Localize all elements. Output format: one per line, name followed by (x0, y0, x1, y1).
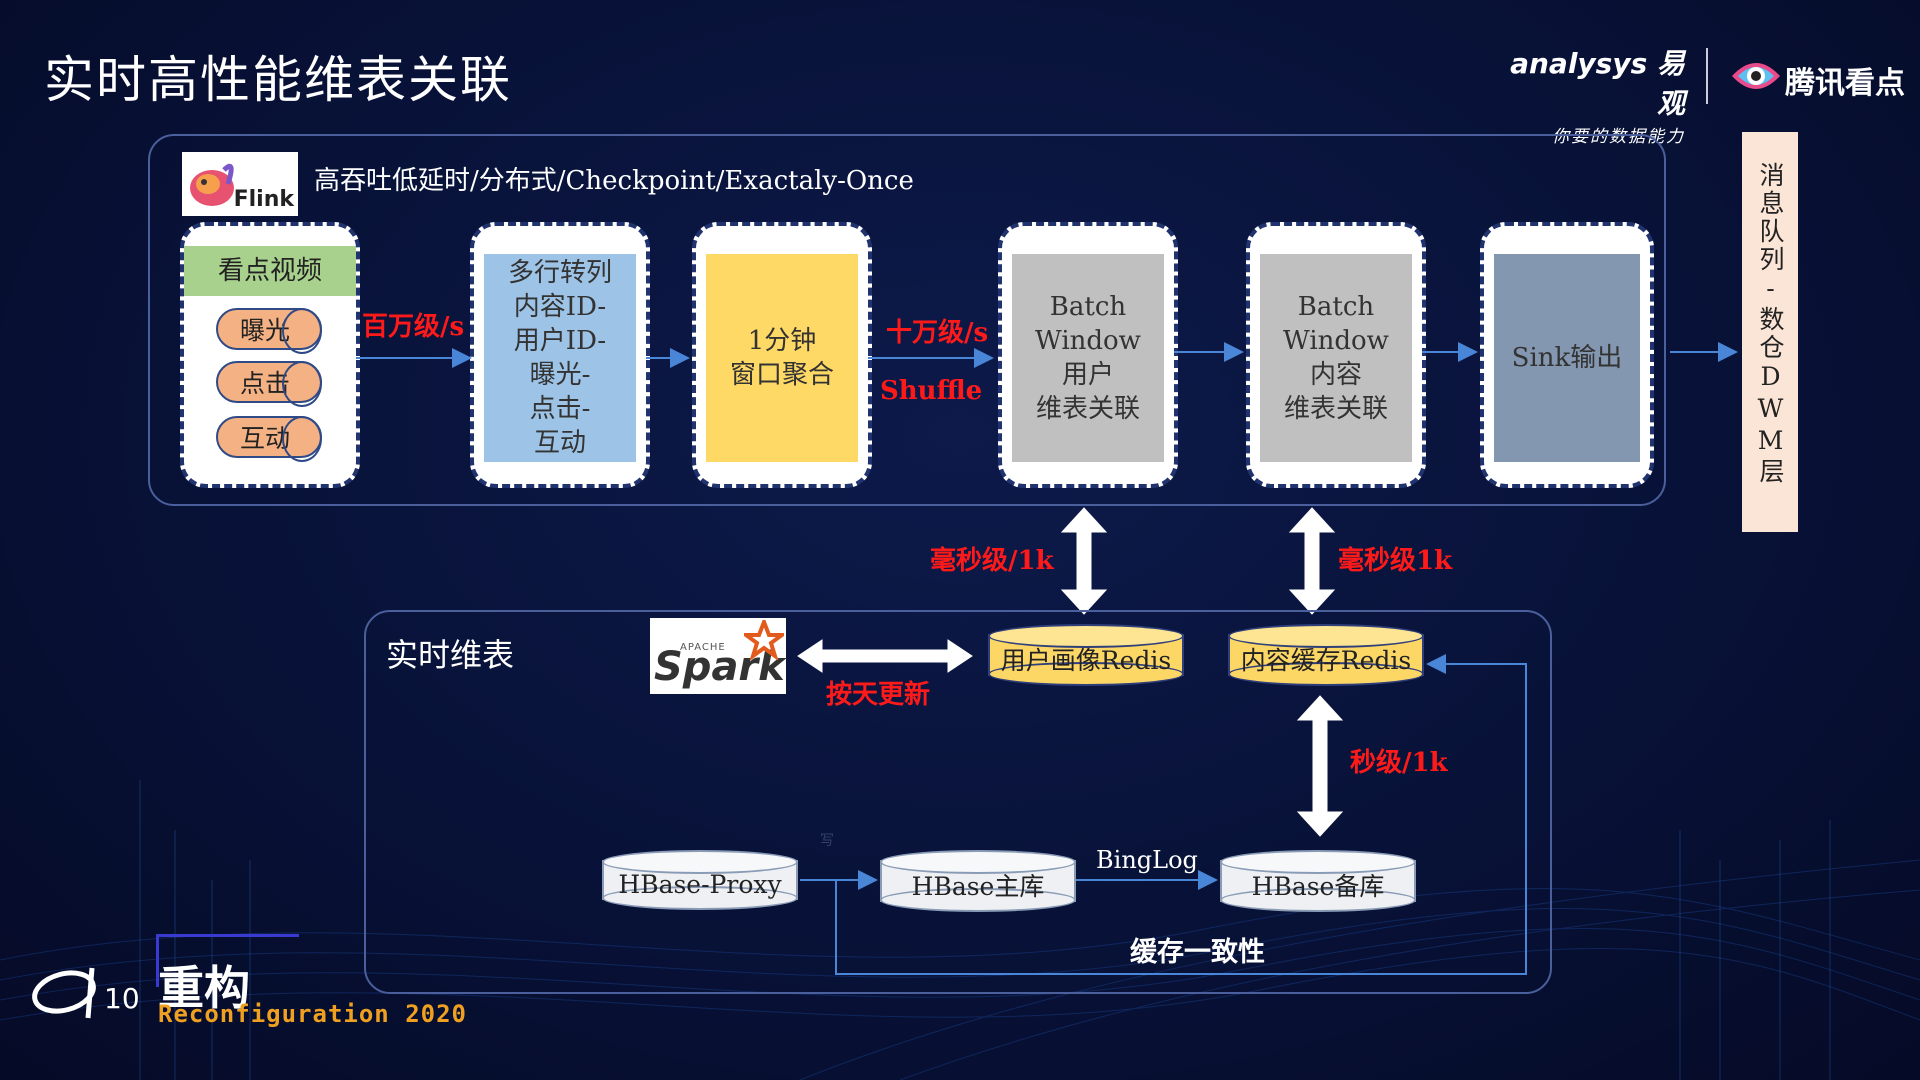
realtime-dim-title: 实时维表 (386, 636, 515, 674)
hbase-master: HBase主库 (880, 850, 1076, 912)
node-content-join: Batch Window 内容 维表关联 (1246, 222, 1426, 488)
hbase-master-label: HBase主库 (911, 872, 1045, 901)
conference-a-icon (32, 967, 96, 1019)
analysys-brand: analysys 易观 (1510, 47, 1685, 120)
user-profile-redis-label: 用户画像Redis (1000, 646, 1172, 675)
flink-job-frame (148, 134, 1666, 506)
label-ms-user: 毫秒级/1k (930, 546, 1054, 576)
conference-frame-decor (156, 934, 299, 987)
message-queue-box: 消息队列-数仓DWM层 (1742, 132, 1798, 532)
double-arrow-hbase-redis (1296, 695, 1344, 837)
node-content-join-text: Batch Window 内容 维表关联 (1260, 254, 1412, 462)
node-row-to-col-text: 多行转列 内容ID- 用户ID- 曝光- 点击- 互动 (484, 254, 636, 462)
spark-apache-text: APACHE (680, 642, 726, 653)
hbase-proxy: HBase-Proxy (602, 850, 798, 910)
page-title: 实时高性能维表关联 (44, 51, 512, 109)
flink-header: 高吞吐低延时/分布式/Checkpoint/Exactaly-Once (314, 166, 914, 196)
conference-number: 10 (104, 982, 140, 1015)
source-item-interact: 互动 (216, 416, 322, 462)
label-ms-content: 毫秒级1k (1338, 546, 1453, 576)
node-row-to-col: 多行转列 内容ID- 用户ID- 曝光- 点击- 互动 (470, 222, 650, 488)
node-window-agg: 1分钟 窗口聚合 (692, 222, 872, 488)
binlog-label: BingLog (1096, 846, 1198, 874)
spark-logo-text: Spark (654, 644, 785, 690)
hbase-slave-label: HBase备库 (1251, 872, 1385, 901)
spark-logo: APACHE Spark (650, 618, 786, 694)
user-profile-redis: 用户画像Redis (988, 624, 1184, 686)
eye-icon (1730, 54, 1782, 98)
content-cache-redis-label: 内容缓存Redis (1240, 646, 1412, 675)
content-cache-redis: 内容缓存Redis (1228, 624, 1424, 686)
hbase-proxy-label: HBase-Proxy (618, 869, 782, 899)
message-queue-text: 消息队列-数仓DWM层 (1756, 162, 1785, 486)
cache-consistency-label: 缓存一致性 (1130, 937, 1265, 968)
node-user-join-text: Batch Window 用户 维表关联 (1012, 254, 1164, 462)
flink-logo: Flink (182, 152, 298, 216)
source-title: 看点视频 (184, 246, 356, 296)
spark-star-icon (744, 620, 784, 660)
double-arrow-user-redis (1060, 507, 1108, 615)
node-window-agg-text: 1分钟 窗口聚合 (706, 254, 858, 462)
label-sec: 秒级/1k (1350, 748, 1448, 778)
realtime-dim-frame (364, 610, 1552, 994)
double-arrow-spark-redis (797, 639, 973, 673)
source-item-click: 点击 (216, 361, 322, 407)
label-hundred-k-per-sec: 十万级/s (886, 318, 989, 348)
node-user-join: Batch Window 用户 维表关联 (998, 222, 1178, 488)
flink-logo-text: Flink (233, 187, 294, 212)
source-item-exposure: 曝光 (216, 308, 322, 354)
brand-divider (1706, 48, 1708, 104)
label-million-per-sec: 百万级/s (362, 312, 465, 342)
hbase-slave: HBase备库 (1220, 850, 1416, 912)
label-shuffle: Shuffle (880, 376, 983, 406)
tencent-brand: 腾讯看点 (1785, 66, 1905, 101)
double-arrow-content-redis (1288, 507, 1336, 615)
conference-subtitle: Reconfiguration 2020 (158, 1000, 467, 1028)
label-daily-update: 按天更新 (826, 680, 931, 710)
write-mark: 写 (820, 833, 834, 849)
node-sink-text: Sink输出 (1494, 254, 1640, 462)
node-sink: Sink输出 (1480, 222, 1654, 488)
source-node: 看点视频 曝光 点击 互动 (180, 222, 360, 488)
conference-logo: 10 重构 Reconfiguration 2020 (30, 934, 510, 1046)
conference-title: 重构 (158, 961, 250, 1015)
